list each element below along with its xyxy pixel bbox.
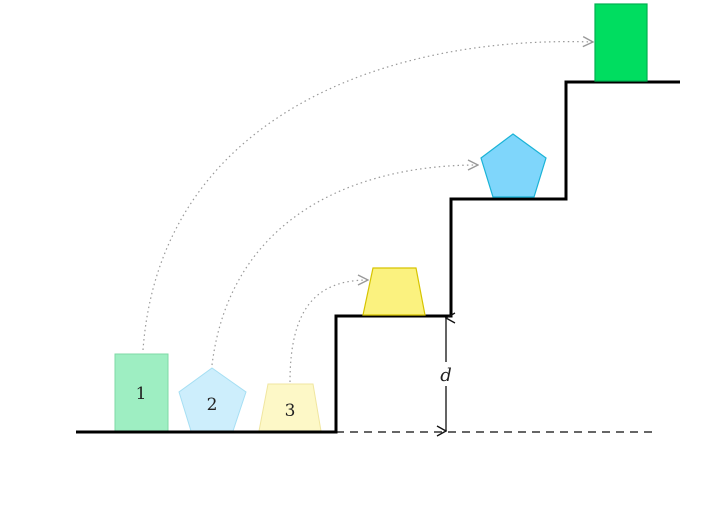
- step-height-label: d: [440, 365, 452, 386]
- transfer-arrow-2: [211, 165, 478, 366]
- block-1-label: 1: [136, 384, 147, 404]
- faded-block-1-rectangle: [114, 353, 169, 433]
- dimension-label-background: [436, 362, 456, 386]
- block-3-label: 3: [285, 401, 296, 421]
- block-2-label: 2: [207, 395, 218, 415]
- step-2-block-2-pentagon: [480, 133, 547, 198]
- transfer-arrow-3: [289, 280, 368, 383]
- step-1-block-3-trapezoid: [362, 267, 426, 316]
- staircase-outline: [76, 80, 680, 434]
- step-3-block-1-rectangle: [594, 3, 648, 82]
- transfer-arrow-1: [142, 42, 593, 351]
